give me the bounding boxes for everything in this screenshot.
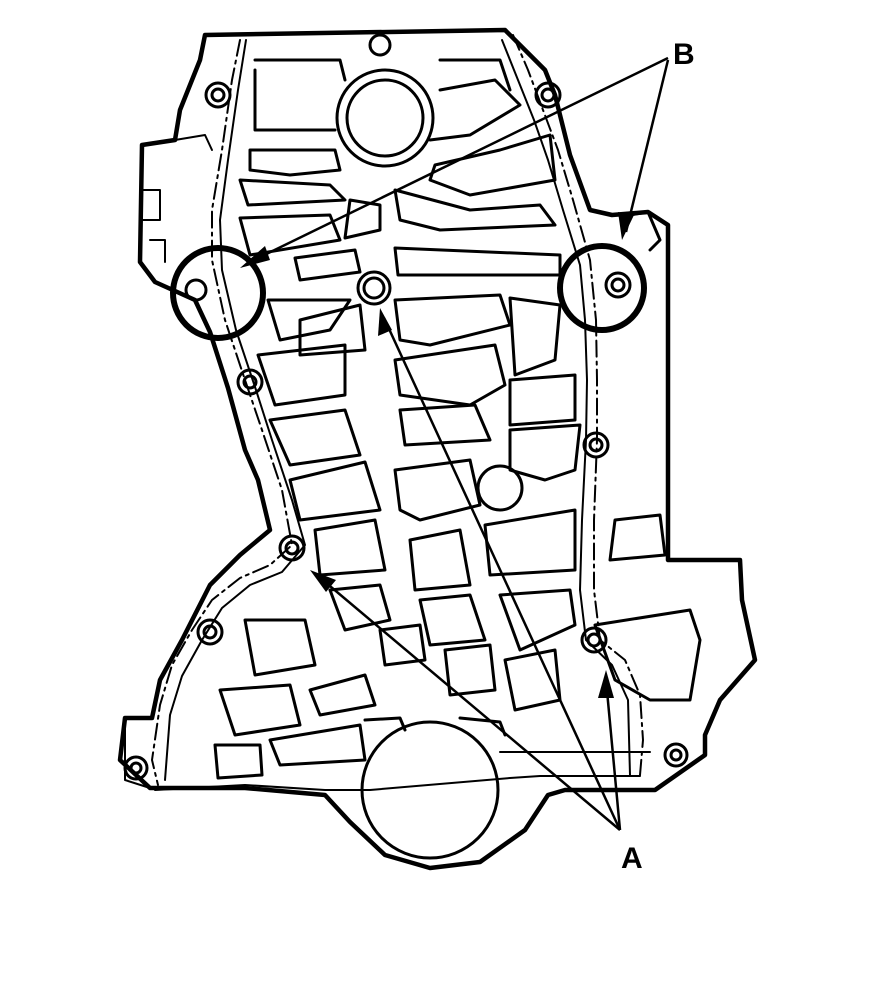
bolt-hole	[196, 618, 224, 646]
detail-circle-left	[170, 245, 266, 341]
bolt-hole	[204, 81, 232, 109]
callout-a-leaders	[310, 308, 622, 831]
bolt-hole	[184, 278, 208, 302]
cover-ribs	[213, 33, 702, 860]
leader-b-left	[249, 56, 669, 264]
detail-circles	[170, 243, 647, 341]
callout-label-b: B	[673, 38, 695, 71]
callout-label-a: A	[621, 842, 643, 875]
bolt-holes	[123, 81, 689, 781]
bolt-hole	[580, 626, 608, 654]
cover-outline	[117, 27, 758, 871]
leader-a-2	[317, 575, 621, 831]
arrowhead-a-2	[310, 570, 336, 592]
bolt-hole	[236, 368, 264, 396]
bolt-hole	[582, 431, 610, 459]
bolt-hole	[604, 271, 632, 299]
callout-b-leaders	[240, 56, 670, 268]
arrowhead-a-3	[598, 670, 614, 698]
bolt-hole	[278, 534, 306, 562]
leader-b-right	[624, 59, 670, 233]
bolt-hole	[123, 755, 149, 781]
bolt-hole	[534, 81, 562, 109]
leader-a-3	[604, 679, 622, 831]
arrowhead-b-left	[240, 246, 270, 268]
arrowhead-a-1	[378, 308, 392, 336]
arrowhead-b-right	[618, 212, 634, 240]
leader-a-1	[382, 317, 622, 831]
bolt-hole	[663, 742, 689, 768]
detail-circle-right	[557, 243, 647, 333]
